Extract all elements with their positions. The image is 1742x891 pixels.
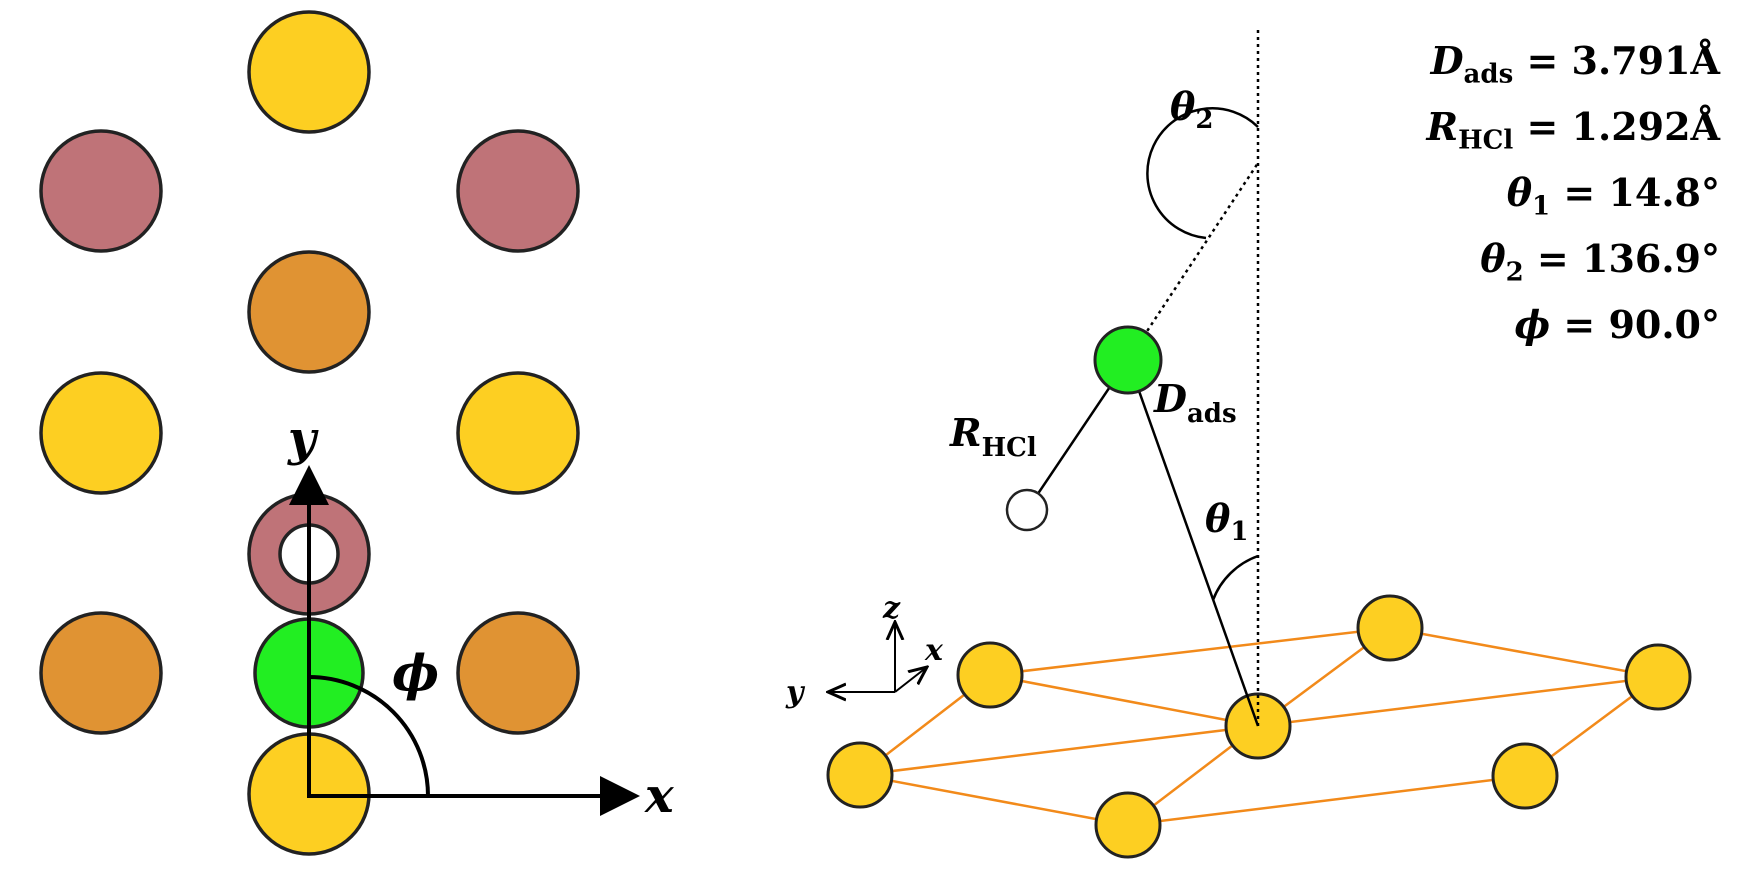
theta2-label: θ2 (1170, 84, 1213, 135)
theta1-arc (1211, 554, 1259, 601)
atom-yellow (1624, 643, 1692, 711)
frame-x-label: x (924, 633, 944, 668)
rhcl-label: RHCl (949, 410, 1037, 463)
atom-yellow (826, 741, 894, 809)
atom-orange (39, 611, 163, 735)
atom-orange (456, 611, 580, 735)
y-axis-label: y (287, 411, 319, 467)
surface-atoms (826, 594, 1692, 859)
param-theta2: θ2 = 136.9° (1480, 236, 1720, 288)
param-rhcl: RHCl = 1.292Å (1426, 104, 1720, 156)
atom-orange (247, 250, 371, 374)
coordinate-frame: z x y (785, 591, 944, 710)
chlorine-atom-side (1093, 325, 1163, 395)
atom-yellow (39, 371, 163, 495)
top-view-panel (39, 10, 580, 856)
atom-yellow (956, 641, 1024, 709)
atom-yellow (1094, 791, 1162, 859)
molecular-axis-dotted (1126, 162, 1260, 361)
atom-yellow (1356, 594, 1424, 662)
atom-mauve (456, 129, 580, 253)
atom-yellow (1491, 742, 1559, 810)
hydrogen-atom-side (1005, 488, 1049, 532)
dads-line (1126, 359, 1260, 727)
param-phi: ϕ = 90.0° (1514, 302, 1720, 347)
theta1-label: θ1 (1205, 496, 1248, 547)
atom-mauve (39, 129, 163, 253)
atom-yellow (247, 10, 371, 134)
x-axis-label: x (644, 768, 675, 824)
phi-angle-arc (308, 675, 430, 797)
atom-yellow (456, 371, 580, 495)
param-dads: Dads = 3.791Å (1430, 38, 1720, 90)
theta2-arc (1146, 107, 1259, 240)
param-theta1: θ1 = 14.8° (1506, 170, 1720, 222)
frame-y-label: y (785, 675, 806, 710)
phi-label: ϕ (392, 643, 439, 702)
frame-z-label: z (882, 591, 901, 626)
dads-label: Dads (1153, 376, 1237, 429)
